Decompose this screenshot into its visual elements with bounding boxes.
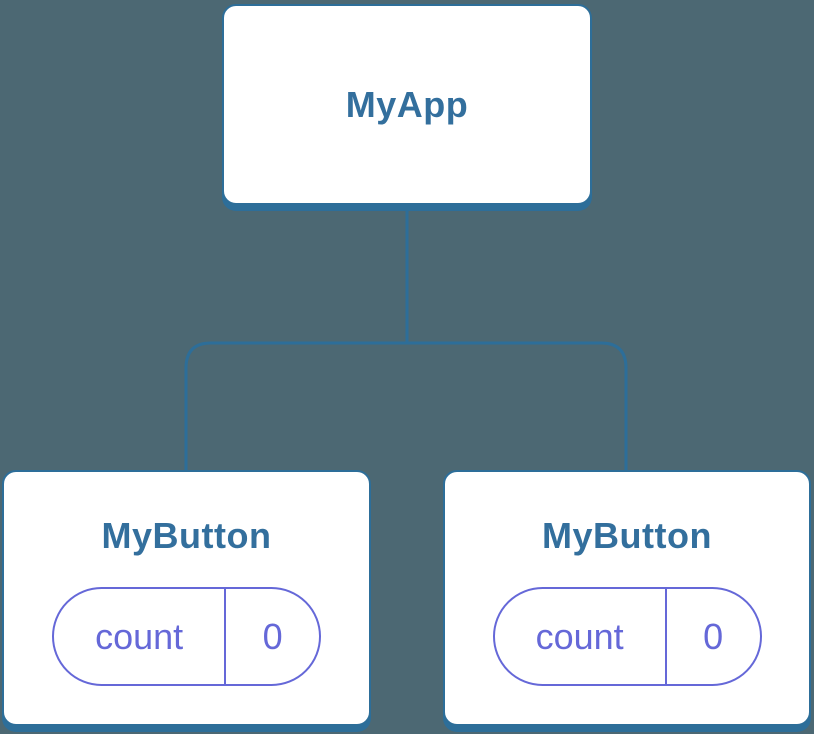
connector-bracket	[184, 341, 628, 472]
state-value-cell: 0	[667, 589, 760, 684]
state-key-cell: count	[495, 589, 667, 684]
child-node-label: MyButton	[101, 515, 272, 556]
state-pill: count 0	[492, 587, 762, 686]
child-node-label: MyButton	[542, 515, 712, 556]
root-node-label: MyApp	[345, 83, 469, 125]
state-key-label: count	[95, 615, 184, 657]
state-value-cell: 0	[226, 589, 319, 684]
root-node-myapp: MyApp	[222, 4, 592, 205]
child-node-mybutton-left: MyButton count 0	[2, 470, 371, 726]
state-key-cell: count	[54, 589, 227, 684]
state-value-label: 0	[703, 615, 724, 657]
state-pill: count 0	[52, 587, 321, 686]
state-key-label: count	[535, 615, 624, 657]
child-node-mybutton-right: MyButton count 0	[443, 470, 811, 726]
state-value-label: 0	[262, 615, 283, 657]
